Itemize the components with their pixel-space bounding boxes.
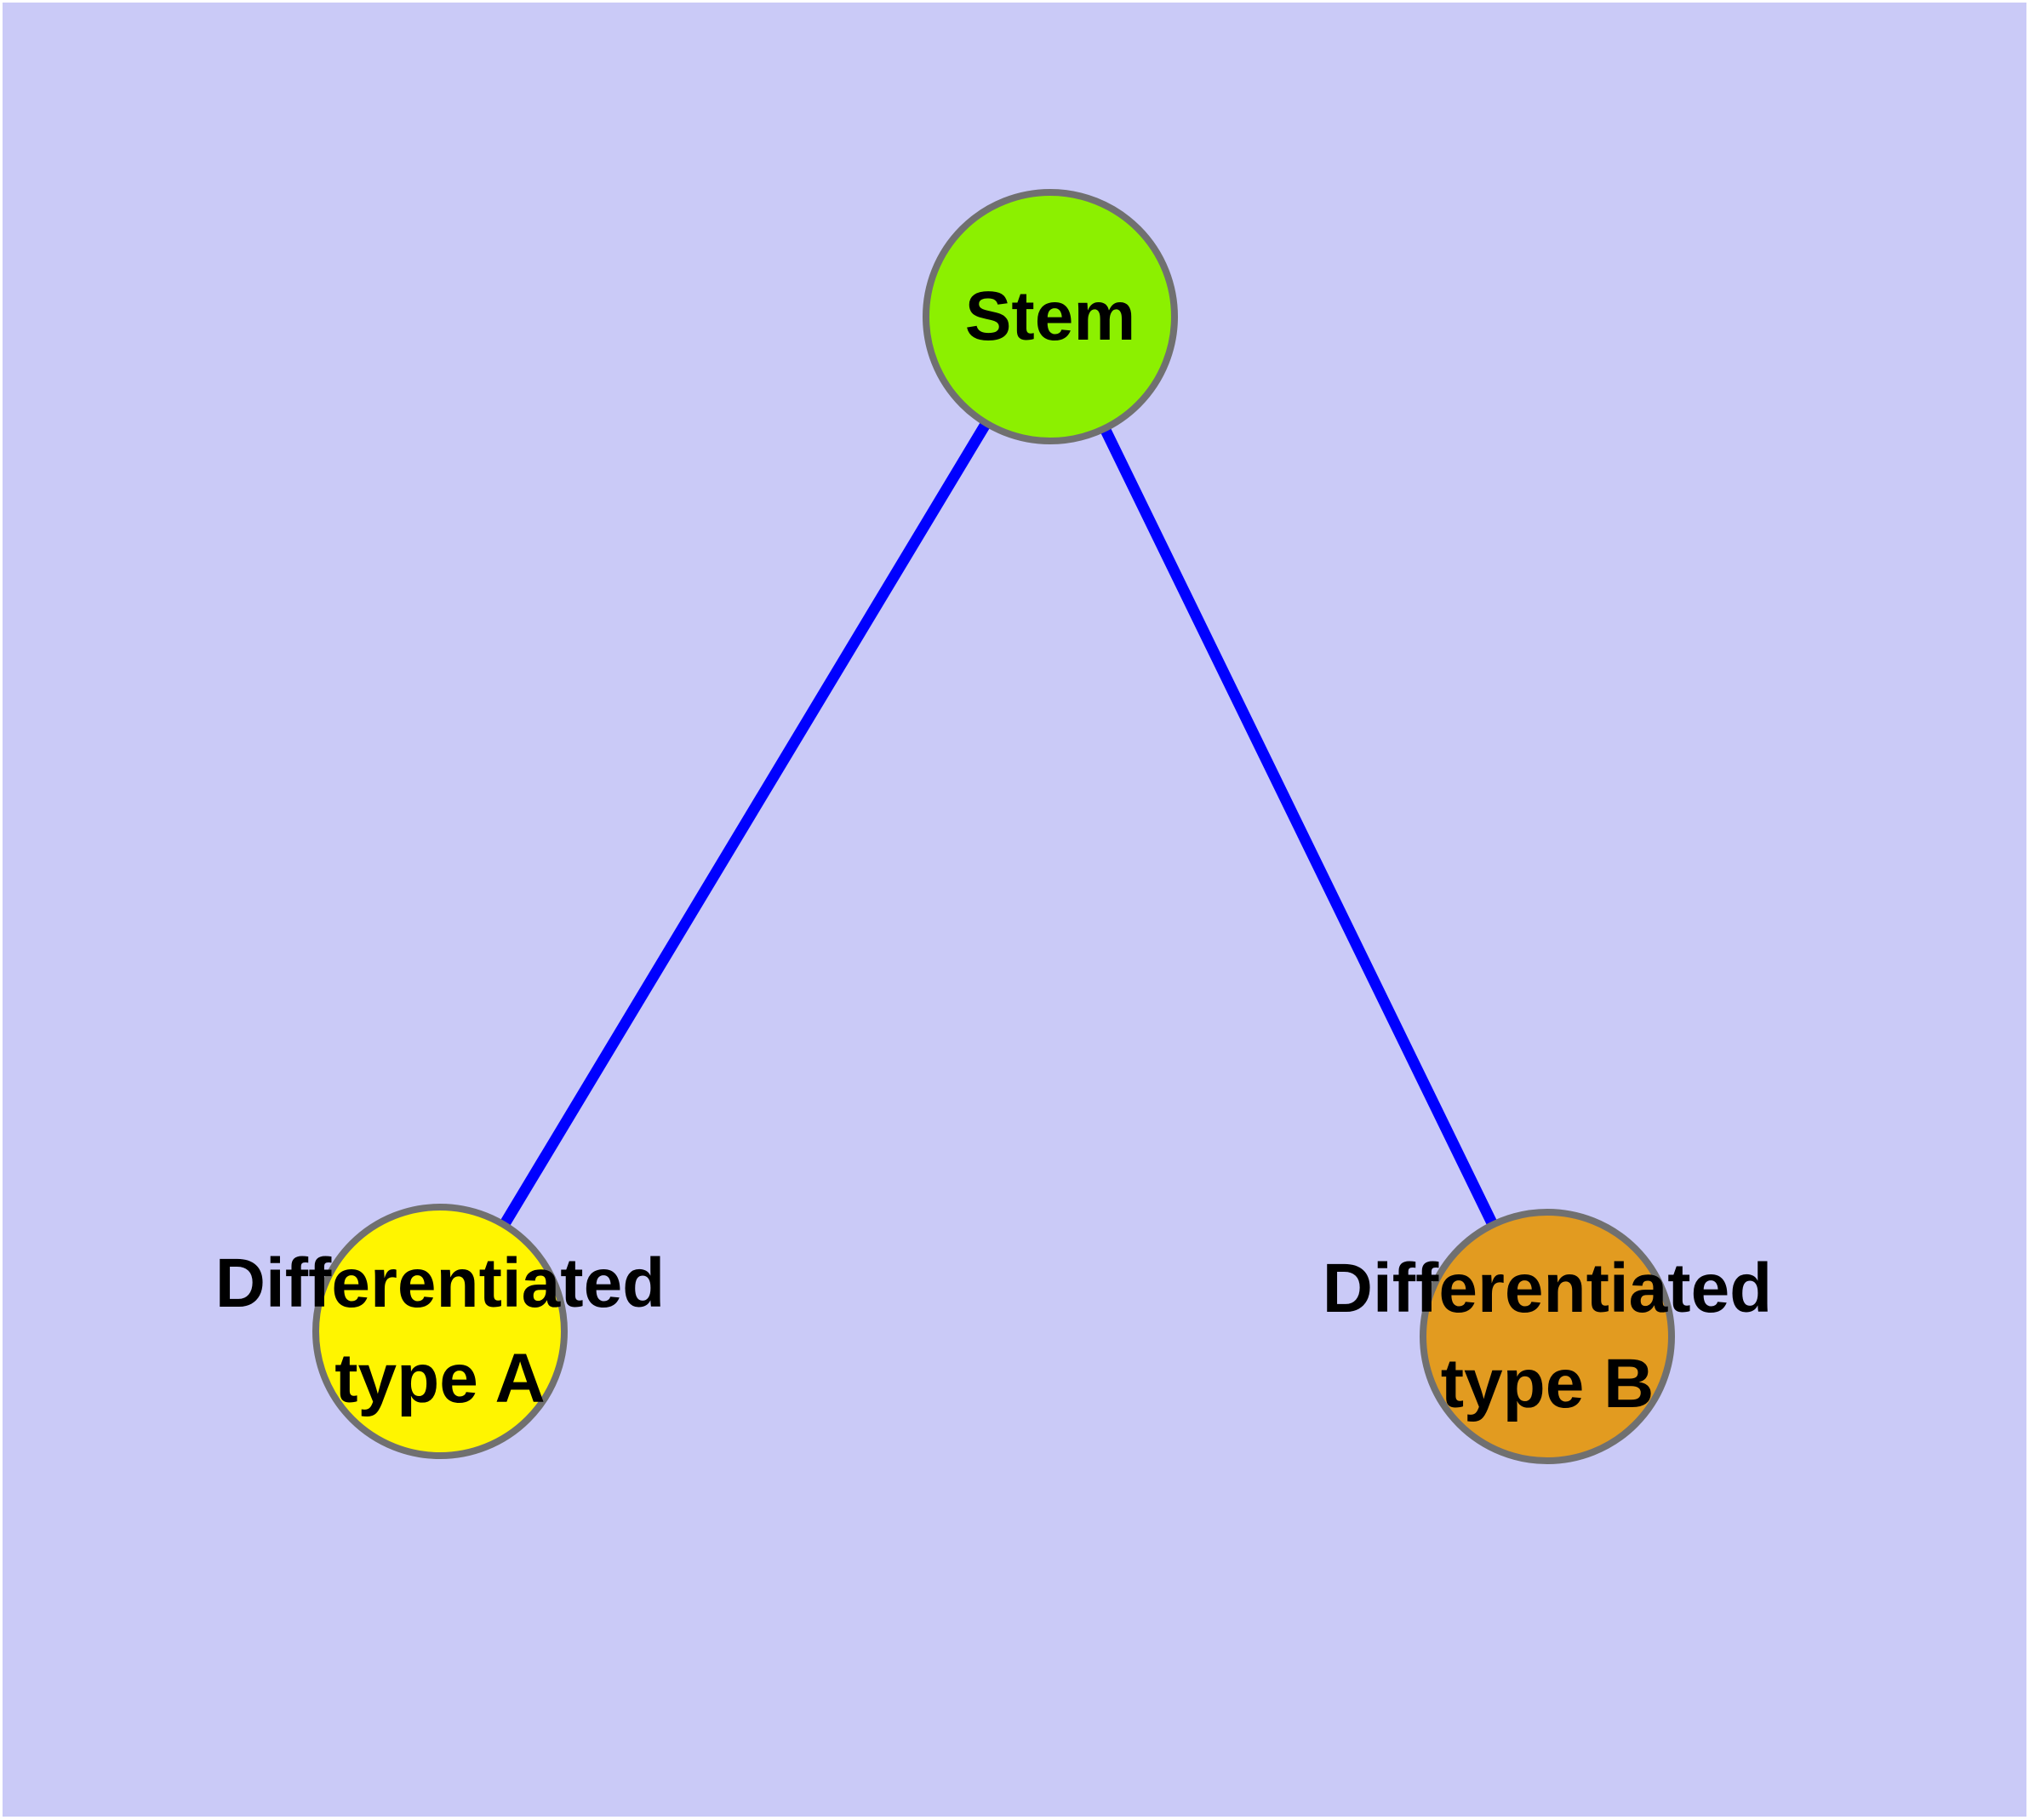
edges-layer	[435, 313, 1552, 1339]
edge-stem-to-type-b	[1045, 314, 1552, 1339]
node-type-a-label-line1: Differentiated	[214, 1245, 666, 1322]
node-type-a-label-line2: type A	[334, 1340, 546, 1417]
node-type-b-label-line2: type B	[1440, 1345, 1655, 1422]
edge-stem-to-type-a	[435, 313, 1055, 1335]
node-differentiated-type-b-circle	[1420, 1209, 1675, 1464]
node-stem-circle	[923, 189, 1178, 444]
node-stem-label: Stem	[965, 269, 1136, 364]
node-differentiated-type-a-label: Differentiated type A	[215, 1236, 666, 1427]
node-type-b-label-line1: Differentiated	[1322, 1250, 1773, 1327]
diagram-canvas: Stem Differentiated type A Differentiate…	[3, 3, 2026, 1817]
node-differentiated-type-b-label: Differentiated type B	[1323, 1241, 1773, 1432]
node-stem-label-text: Stem	[964, 278, 1136, 355]
node-differentiated-type-a-circle	[312, 1204, 568, 1459]
